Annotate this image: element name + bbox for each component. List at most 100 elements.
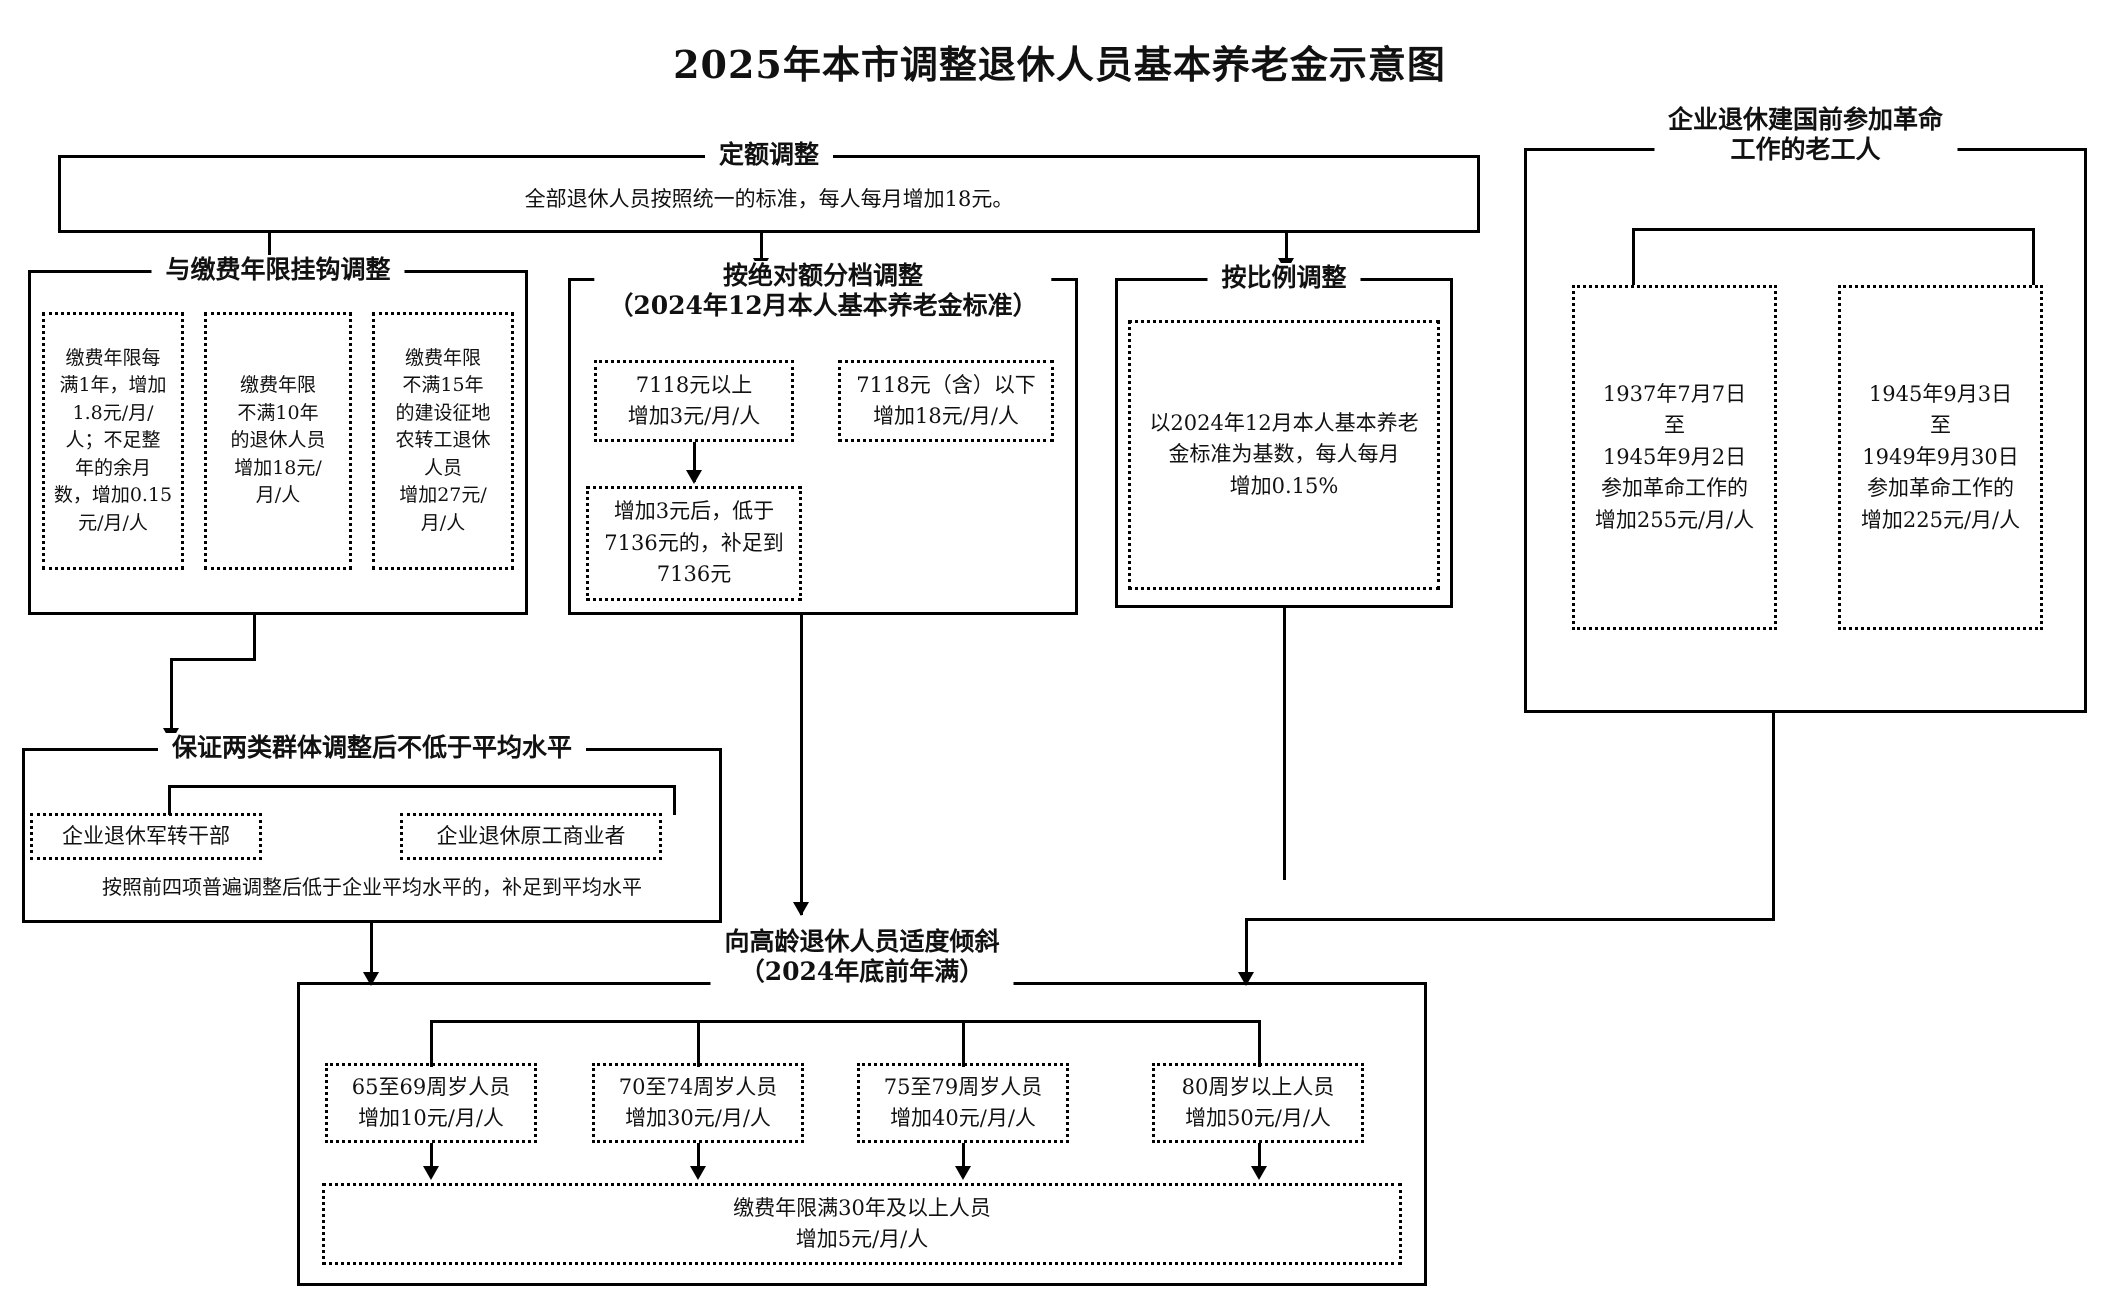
arrow-abs-high-to-topup <box>686 470 702 484</box>
text-line: 农转工退休 <box>395 429 491 452</box>
connector-eld-b4-down <box>1258 1143 1261 1176</box>
group-quota-caption: 定额调整 <box>704 140 834 170</box>
years-linked-box-3: 缴费年限 不满15年 的建设征地 农转工退休 人员 增加27元/ 月/人 <box>372 312 514 570</box>
text-line: 1937年7月7日 <box>1602 381 1747 406</box>
connector-elderly-branch-h <box>430 1020 1260 1023</box>
text-line: 参加革命工作的 <box>1601 476 1748 501</box>
elderly-bottom-box: 缴费年限满30年及以上人员 增加5元/月/人 <box>322 1183 1402 1265</box>
arrow-abs-to-elderly <box>793 902 809 916</box>
group-pre-founding-veterans: 企业退休建国前参加革命 工作的老工人 <box>1524 105 2087 713</box>
text-line: 至 <box>1664 413 1685 438</box>
caption-line-2: （2024年底前年满） <box>724 956 1000 986</box>
text-line: 金标准为基数，每人每月 <box>1168 442 1400 467</box>
text-line: 的退休人员 <box>230 429 326 452</box>
group-proportional-caption: 按比例调整 <box>1207 263 1361 293</box>
text-line: 1.8元/月/ <box>72 401 154 424</box>
connector-eld-b1-down <box>430 1143 433 1176</box>
group-absolute-tier-caption: 按绝对额分档调整 （2024年12月本人基本养老金标准） <box>594 261 1052 320</box>
text-line: 75至79周岁人员 <box>883 1074 1043 1099</box>
text-line: 1945年9月3日 <box>1868 381 2013 406</box>
caption-line-1: 向高龄退休人员适度倾斜 <box>724 927 1000 956</box>
pre-founding-box-left: 1937年7月7日 至 1945年9月2日 参加革命工作的 增加255元/月/人 <box>1572 285 1777 630</box>
connector-years-to-twogroups-v2 <box>170 658 173 740</box>
connector-eld-b3-down <box>962 1143 965 1176</box>
text-line: 元/月/人 <box>78 511 148 534</box>
text-line: 的建设征地 <box>395 401 491 424</box>
pre-founding-box-right: 1945年9月3日 至 1949年9月30日 参加革命工作的 增加225元/月/… <box>1838 285 2043 630</box>
connector-abs-to-elderly-v <box>800 615 803 915</box>
connector-pf-to-elderly-v1 <box>1772 713 1775 921</box>
text-line: 数，增加0.15 <box>53 484 173 507</box>
text-line: 至 <box>1930 413 1951 438</box>
text-line: 7118元（含）以下 <box>856 372 1036 397</box>
group-proportional: 按比例调整 <box>1115 263 1453 608</box>
text-line: 增加27元/ <box>399 484 487 507</box>
connector-tg-branch-h <box>168 785 676 788</box>
years-linked-box-1: 缴费年限每 满1年，增加 1.8元/月/ 人；不足整 年的余月 数，增加0.15… <box>42 312 184 570</box>
connector-prop-to-elderly-v1 <box>1283 608 1286 880</box>
arrow-eld-b3-down <box>955 1166 971 1180</box>
caption-line-1: 企业退休建国前参加革命 <box>1667 105 1944 134</box>
text-line: 月/人 <box>255 484 301 507</box>
text-line: 人员 <box>423 456 462 479</box>
quota-body-text: 全部退休人员按照统一的标准，每人每月增加18元。 <box>524 187 1014 211</box>
connector-elderly-b1-v <box>430 1020 433 1067</box>
elderly-box-65-69: 65至69周岁人员 增加10元/月/人 <box>325 1063 537 1143</box>
connector-quota-to-prop-v <box>1285 233 1288 271</box>
text-line: 以2024年12月本人基本养老 <box>1149 410 1419 435</box>
connector-elderly-b3-v <box>962 1020 965 1067</box>
text-line: 7118元以上 <box>635 372 753 397</box>
text-line: 不满10年 <box>237 401 319 424</box>
text-line: 70至74周岁人员 <box>618 1074 778 1099</box>
years-linked-box-2: 缴费年限 不满10年 的退休人员 增加18元/ 月/人 <box>204 312 352 570</box>
connector-years-to-twogroups-v1 <box>253 615 256 660</box>
text-line: 7136元的，补足到 <box>604 530 784 555</box>
connector-abs-high-to-topup <box>693 442 696 482</box>
group-two-groups-caption: 保证两类群体调整后不低于平均水平 <box>157 733 587 763</box>
absolute-tier-box-high: 7118元以上 增加3元/月/人 <box>594 360 794 442</box>
group-years-linked-caption: 与缴费年限挂钩调整 <box>151 255 405 285</box>
connector-pf-branch-right-v <box>2032 228 2035 285</box>
text-line: 增加10元/月/人 <box>358 1106 504 1130</box>
arrow-eld-b4-down <box>1251 1166 1267 1180</box>
connector-quota-to-abs-v <box>760 233 763 271</box>
text-line: 参加革命工作的 <box>1867 476 2014 501</box>
text-line: 增加18元/ <box>234 456 322 479</box>
page-title: 2025年本市调整退休人员基本养老金示意图 <box>673 42 1446 87</box>
group-elderly-tilt: 向高龄退休人员适度倾斜 （2024年底前年满） <box>297 927 1427 1286</box>
text-line: 不满15年 <box>402 374 484 397</box>
text-line: 增加3元后，低于 <box>613 499 775 524</box>
text-line: 增加18元/月/人 <box>873 404 1019 428</box>
text-line: 人；不足整 <box>65 429 161 452</box>
two-groups-box-left: 企业退休军转干部 <box>30 813 262 860</box>
connector-elderly-b4-v <box>1258 1020 1261 1067</box>
text-line: 增加5元/月/人 <box>795 1227 929 1251</box>
text-line: 增加0.15% <box>1229 473 1339 498</box>
proportional-box: 以2024年12月本人基本养老 金标准为基数，每人每月 增加0.15% <box>1128 320 1440 590</box>
text-line: 缴费年限满30年及以上人员 <box>733 1195 991 1220</box>
connector-elderly-b2-v <box>697 1020 700 1067</box>
caption-line-1: 按绝对额分档调整 <box>722 261 923 290</box>
connector-tg-branch-right-v <box>673 785 676 815</box>
absolute-tier-box-topup: 增加3元后，低于 7136元的，补足到 7136元 <box>586 486 802 601</box>
group-pre-founding-caption: 企业退休建国前参加革命 工作的老工人 <box>1653 105 1958 164</box>
text-line: 1945年9月2日 <box>1602 444 1747 469</box>
connector-twogroups-to-elderly-v <box>370 923 373 983</box>
connector-quota-to-years-v <box>268 233 271 271</box>
arrow-eld-b1-down <box>423 1166 439 1180</box>
elderly-box-70-74: 70至74周岁人员 增加30元/月/人 <box>592 1063 804 1143</box>
group-years-linked: 与缴费年限挂钩调整 <box>28 255 528 615</box>
connector-eld-b2-down <box>697 1143 700 1176</box>
group-elderly-caption: 向高龄退休人员适度倾斜 （2024年底前年满） <box>710 927 1014 986</box>
elderly-box-75-79: 75至79周岁人员 增加40元/月/人 <box>857 1063 1069 1143</box>
text-line: 增加255元/月/人 <box>1594 507 1755 532</box>
text-line: 企业退休军转干部 <box>62 824 230 849</box>
group-quota-adjustment: 定额调整 全部退休人员按照统一的标准，每人每月增加18元。 <box>58 140 1480 233</box>
caption-line-2: （2024年12月本人基本养老金标准） <box>608 290 1038 320</box>
text-line: 企业退休原工商业者 <box>436 824 626 849</box>
absolute-tier-box-low: 7118元（含）以下 增加18元/月/人 <box>838 360 1054 442</box>
two-groups-note: 按照前四项普遍调整后低于企业平均水平的，补足到平均水平 <box>102 875 642 899</box>
connector-years-to-twogroups-h <box>170 658 256 661</box>
text-line: 增加3元/月/人 <box>627 404 761 428</box>
